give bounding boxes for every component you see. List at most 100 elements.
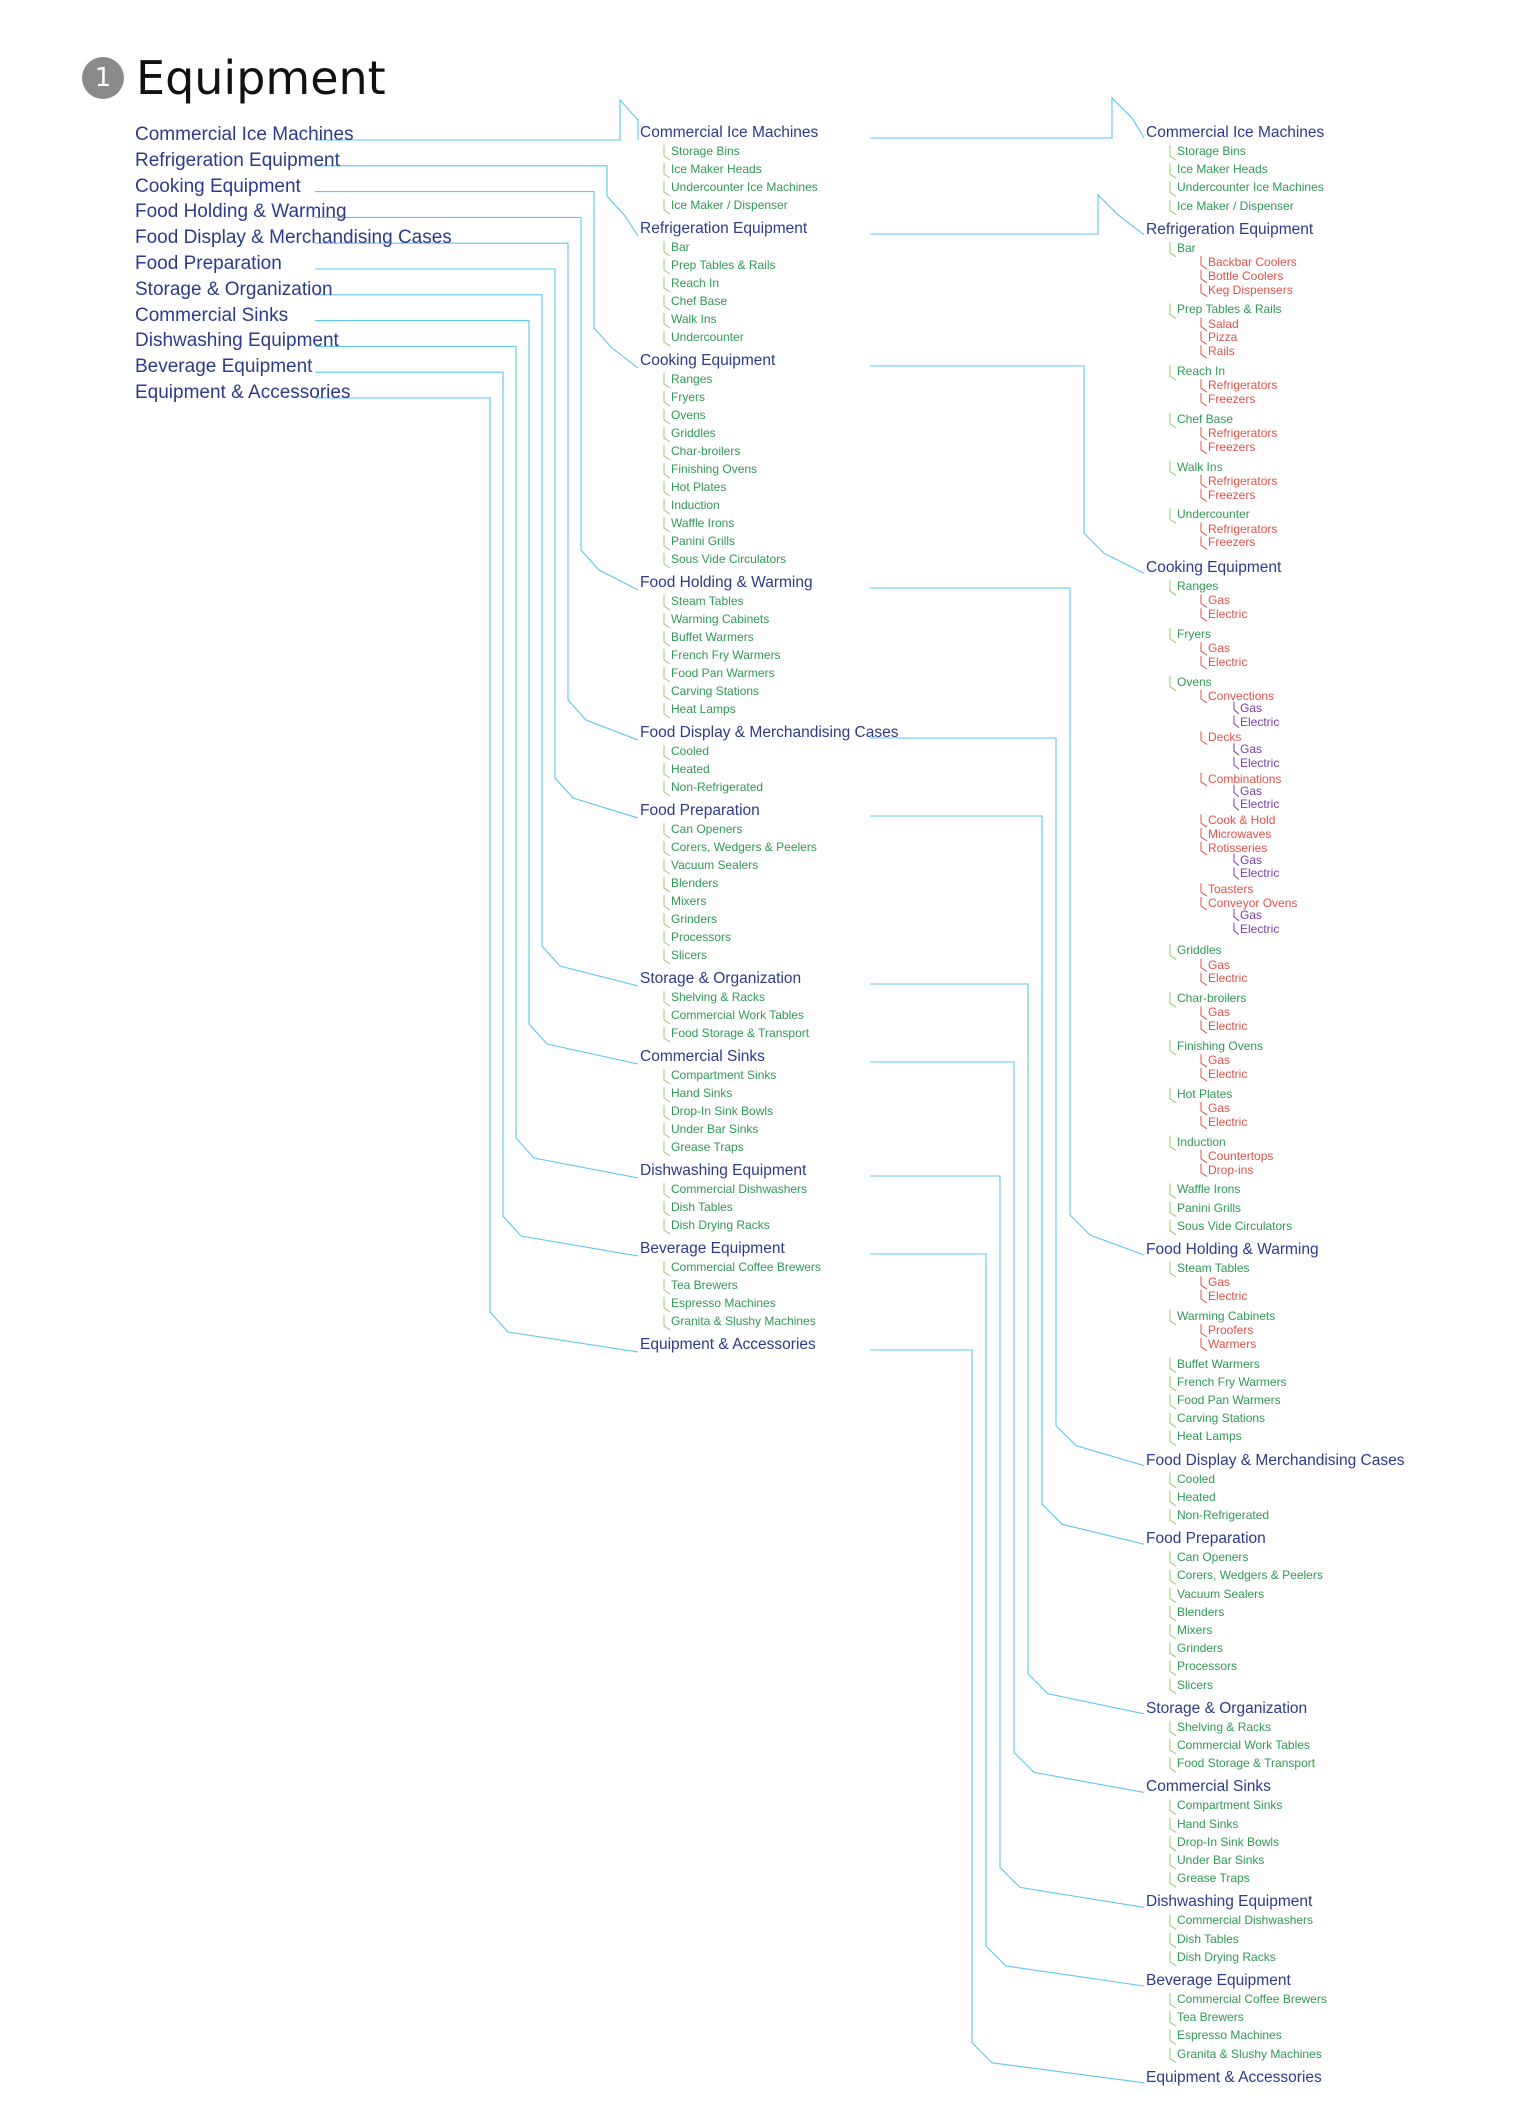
right-subcategory-item: Panini Grills	[1177, 1200, 1242, 1215]
right-subcategory-item: Finishing Ovens	[1177, 1039, 1264, 1053]
mid-subcategory-item: Shelving & Racks	[671, 990, 766, 1004]
right-sub-tick	[1169, 1950, 1177, 1967]
right-third-tick	[1200, 841, 1208, 856]
right-sub-tick	[1169, 1569, 1177, 1585]
right-sub-tick	[1169, 1835, 1177, 1852]
right-third-tick	[1200, 1163, 1208, 1178]
mid-category-food-preparation: Food Preparation	[640, 802, 760, 819]
mid-sub-tick	[663, 1069, 671, 1085]
connector-mid-to-right	[870, 1349, 1145, 2084]
right-sub-tick	[1169, 1040, 1177, 1056]
right-third-tick	[1200, 1054, 1208, 1068]
mid-sub-tick	[663, 145, 671, 161]
right-subcategory-item: Prep Tables & Rails	[1177, 302, 1282, 317]
right-third-level-item: Proofers	[1208, 1323, 1254, 1337]
right-subcategory-item: Storage Bins	[1177, 144, 1246, 158]
right-third-tick	[1200, 594, 1208, 608]
mid-sub-tick	[663, 409, 671, 425]
right-sub-tick	[1169, 145, 1177, 161]
right-sub-tick	[1169, 1720, 1177, 1737]
right-third-tick	[1200, 488, 1208, 503]
right-third-tick	[1200, 958, 1208, 973]
right-fourth-tick	[1233, 922, 1240, 935]
right-subcategory-item: Fryers	[1177, 627, 1211, 641]
mid-subcategory-item: Walk Ins	[671, 312, 717, 326]
connector-root-to-mid	[315, 165, 639, 237]
mid-subcategory-item: Processors	[671, 930, 732, 944]
right-third-level-item: Warmers	[1208, 1336, 1257, 1351]
mid-category-storage-and-organization: Storage & Organization	[640, 970, 802, 987]
right-subcategory-item: Dish Tables	[1177, 1931, 1239, 1946]
right-sub-tick	[1169, 1817, 1177, 1834]
right-third-tick	[1200, 690, 1208, 704]
mid-sub-tick	[663, 895, 671, 911]
right-third-level-item: Refrigerators	[1208, 521, 1278, 536]
right-subcategory-item: Griddles	[1177, 943, 1222, 958]
right-third-tick	[1200, 440, 1208, 455]
right-sub-tick	[1169, 1872, 1177, 1888]
mid-subcategory-item: Chef Base	[671, 294, 728, 308]
right-third-level-item: Electric	[1208, 1289, 1248, 1303]
root-item-equipment-and-accessories: Equipment & Accessories	[135, 382, 351, 403]
root-item-dishwashing-equipment: Dishwashing Equipment	[135, 330, 339, 352]
right-sub-tick	[1169, 1605, 1177, 1622]
right-third-tick	[1200, 814, 1208, 828]
mid-sub-tick	[663, 703, 671, 719]
right-sub-tick	[1169, 1472, 1177, 1489]
right-subcategory-item: Hand Sinks	[1177, 1816, 1239, 1831]
right-subcategory-item: Sous Vide Circulators	[1177, 1218, 1293, 1233]
mid-sub-tick	[663, 463, 671, 479]
right-third-tick	[1200, 1290, 1208, 1304]
right-subcategory-item: Blenders	[1177, 1604, 1225, 1619]
mid-sub-tick	[663, 553, 671, 569]
right-sub-tick	[1169, 992, 1177, 1008]
right-subcategory-item: Reach In	[1177, 364, 1226, 378]
mid-category-commercial-ice-machines: Commercial Ice Machines	[640, 124, 819, 141]
right-subcategory-item: Drop-In Sink Bowls	[1177, 1834, 1280, 1849]
mid-category-refrigeration-equipment: Refrigeration Equipment	[640, 220, 808, 237]
right-third-level-item: Electric	[1208, 1019, 1248, 1034]
right-subcategory-item: Espresso Machines	[1177, 2028, 1282, 2043]
right-subcategory-item: Warming Cabinets	[1177, 1308, 1276, 1323]
mid-subcategory-item: Mixers	[671, 894, 707, 908]
right-third-tick	[1200, 331, 1208, 345]
page-title: Equipment	[136, 51, 386, 105]
right-third-level-item: Drop-ins	[1208, 1162, 1254, 1177]
mid-subcategory-item: Steam Tables	[671, 594, 744, 608]
mid-subcategory-item: Blenders	[671, 876, 719, 890]
mid-subcategory-item: Commercial Dishwashers	[671, 1182, 808, 1196]
right-third-level-item: Electric	[1208, 1114, 1248, 1129]
right-sub-tick	[1169, 944, 1177, 960]
right-category-food-preparation: Food Preparation	[1146, 1530, 1266, 1548]
right-sub-tick	[1169, 1309, 1177, 1326]
right-subcategory-item: Heat Lamps	[1177, 1429, 1242, 1444]
connector-root-to-mid	[315, 320, 639, 1065]
mid-sub-tick	[663, 1087, 671, 1103]
right-sub-tick	[1169, 1135, 1177, 1152]
right-subcategory-item: Ranges	[1177, 579, 1219, 594]
mid-sub-tick	[663, 427, 671, 443]
right-subcategory-item: Ice Maker Heads	[1177, 162, 1268, 177]
mid-subcategory-item: Espresso Machines	[671, 1296, 776, 1310]
mid-subcategory-item: Non-Refrigerated	[671, 780, 764, 794]
right-third-tick	[1200, 1006, 1208, 1020]
right-sub-tick	[1169, 1394, 1177, 1410]
root-item-cooking-equipment: Cooking Equipment	[135, 175, 301, 197]
mid-subcategory-item: Carving Stations	[671, 684, 760, 698]
right-third-level-item: Electric	[1208, 655, 1248, 669]
right-subcategory-item: Buffet Warmers	[1177, 1356, 1260, 1371]
mid-sub-tick	[663, 535, 671, 551]
connector-mid-to-right	[870, 96, 1145, 139]
right-third-level-item: Gas	[1208, 641, 1231, 656]
root-item-food-holding-and-warming: Food Holding & Warming	[135, 201, 347, 223]
mid-subcategory-item: Dish Tables	[671, 1200, 733, 1214]
mid-subcategory-item: Induction	[671, 498, 720, 512]
right-sub-tick	[1169, 1678, 1177, 1695]
mid-sub-tick	[663, 763, 671, 779]
mid-sub-tick	[663, 685, 671, 701]
right-fourth-tick	[1233, 853, 1240, 866]
right-third-level-item: Gas	[1208, 1275, 1231, 1290]
right-third-tick	[1200, 772, 1208, 787]
right-subcategory-item: Under Bar Sinks	[1177, 1853, 1265, 1867]
right-subcategory-item: Induction	[1177, 1134, 1226, 1149]
